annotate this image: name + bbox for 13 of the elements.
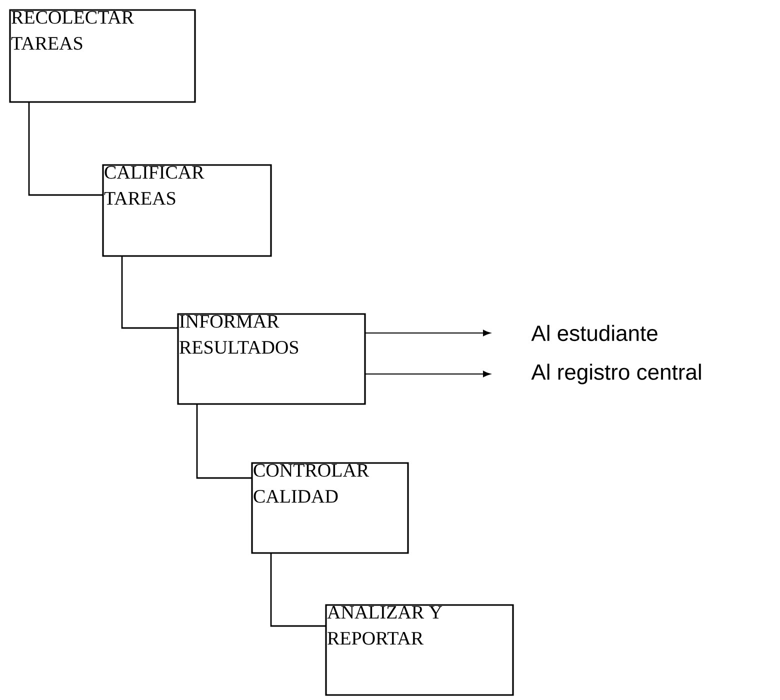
target-label: Al estudiante <box>531 324 658 342</box>
process-box: CALIFICAR TAREAS <box>102 164 272 257</box>
connector-line <box>270 553 326 627</box>
process-box: INFORMAR RESULTADOS <box>177 313 366 405</box>
connector-line <box>196 404 252 479</box>
process-box: ANALIZAR Y REPORTAR <box>325 604 514 696</box>
connector-line <box>28 102 103 196</box>
target-label: Al registro central <box>531 364 701 384</box>
process-box: CONTROLAR CALIDAD <box>251 462 409 554</box>
arrow <box>364 330 490 336</box>
connector-line <box>121 256 178 329</box>
process-box: RECOLECTAR TAREAS <box>9 9 196 103</box>
arrow <box>364 370 490 378</box>
